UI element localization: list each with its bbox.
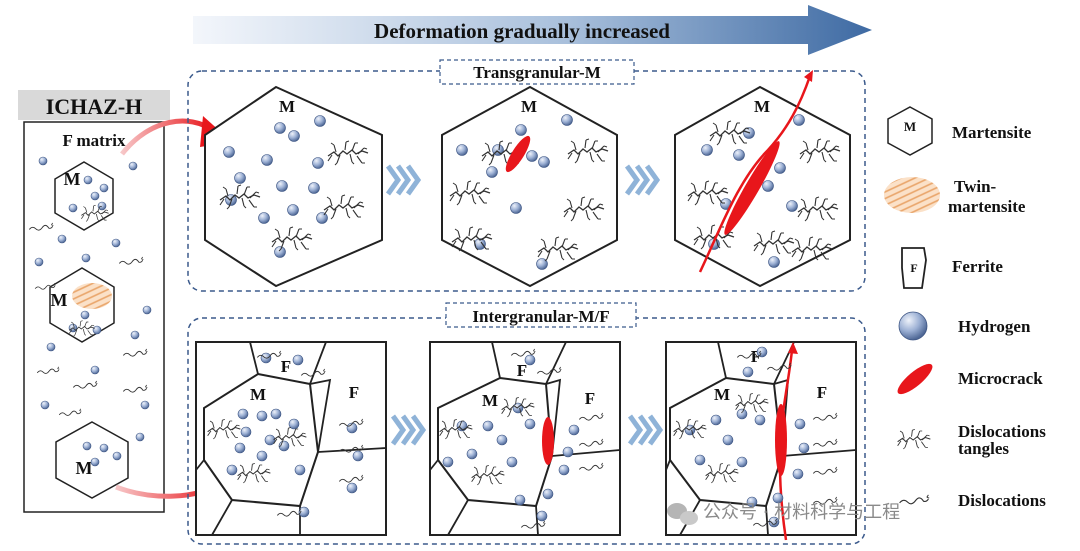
microcrack bbox=[505, 135, 531, 173]
legend-item-hydrogen: Hydrogen bbox=[898, 311, 1031, 341]
intergranular-panel: Intergranular-M/F M F F M F F M F F bbox=[187, 302, 866, 545]
microcrack bbox=[542, 417, 554, 465]
hydrogen-icon bbox=[898, 311, 928, 341]
watermark-text: 公众号 · 材料科学与工程 bbox=[703, 502, 900, 523]
microcrack-propagated bbox=[698, 75, 812, 273]
header-arrow-shape bbox=[193, 5, 872, 55]
legend-label: Martensite bbox=[952, 123, 1032, 142]
matrix-label: F matrix bbox=[62, 131, 126, 150]
martensite-grain bbox=[204, 85, 383, 288]
grain-label: M bbox=[521, 97, 537, 116]
legend-label: Twin- bbox=[954, 177, 997, 196]
legend-label: martensite bbox=[948, 197, 1026, 216]
ferrite-label: F bbox=[281, 357, 291, 376]
martensite-label: M bbox=[714, 385, 730, 404]
intergranular-title-box bbox=[445, 302, 637, 328]
martensite-icon bbox=[887, 106, 933, 156]
twin-martensite-icon bbox=[884, 177, 940, 213]
stage-chevrons-top bbox=[385, 164, 661, 196]
legend-item-dislocation-tangles: Dislocations tangles bbox=[897, 422, 1046, 458]
legend-label: tangles bbox=[958, 439, 1009, 458]
martensite-icon-text: M bbox=[904, 119, 916, 134]
left-panel: ICHAZ-H F matrix M M M bbox=[18, 90, 170, 513]
crack-arrowhead bbox=[804, 70, 813, 82]
microcrack-icon bbox=[897, 363, 933, 395]
ferrite-label: F bbox=[817, 383, 827, 402]
legend-label: Dislocations bbox=[958, 422, 1046, 441]
intergranular-hydrogen bbox=[226, 346, 810, 528]
ferrite-label: F bbox=[751, 347, 761, 366]
crack-arrowhead bbox=[788, 342, 798, 354]
legend-label: Hydrogen bbox=[958, 317, 1031, 336]
legend-label: Ferrite bbox=[952, 257, 1003, 276]
legend-item-martensite: M Martensite bbox=[887, 106, 1032, 156]
intergranular-title: Intergranular-M/F bbox=[472, 307, 609, 326]
grain-label: M bbox=[64, 169, 81, 189]
legend-item-twin-martensite: Twin- martensite bbox=[884, 177, 1026, 216]
stage-chevrons-bottom bbox=[390, 414, 664, 446]
watermark: 公众号 · 材料科学与工程 bbox=[667, 502, 900, 525]
transgranular-panel: Transgranular-M M M M bbox=[187, 59, 866, 292]
legend: M Martensite Twin- martensite F Ferrite … bbox=[884, 106, 1046, 510]
legend-item-ferrite: F Ferrite bbox=[901, 247, 1003, 289]
grain-label: M bbox=[51, 290, 68, 310]
dislocation-tangle-icon bbox=[897, 428, 931, 450]
martensite-grain bbox=[54, 161, 114, 231]
martensite-label: M bbox=[250, 385, 266, 404]
ferrite-label: F bbox=[517, 361, 527, 380]
martensite-grain bbox=[669, 376, 784, 508]
legend-item-dislocations: Dislocations bbox=[899, 491, 1046, 510]
martensite-grain bbox=[441, 85, 618, 288]
martensite-grain bbox=[437, 376, 554, 508]
microcrack bbox=[775, 404, 787, 476]
microstructure-frame bbox=[195, 341, 387, 536]
ferrite-label: F bbox=[585, 389, 595, 408]
header-title: Deformation gradually increased bbox=[374, 19, 670, 43]
twin-martensite-region bbox=[72, 283, 112, 309]
dislocation-icon bbox=[899, 494, 930, 505]
legend-item-microcrack: Microcrack bbox=[897, 363, 1043, 395]
left-panel-title: ICHAZ-H bbox=[46, 94, 143, 119]
grain-label: M bbox=[754, 97, 770, 116]
legend-label: Microcrack bbox=[958, 369, 1043, 388]
microstructure-frame bbox=[429, 341, 621, 536]
ferrite-label: F bbox=[349, 383, 359, 402]
grain-label: M bbox=[76, 458, 93, 478]
martensite-label: M bbox=[482, 391, 498, 410]
ferrite-icon bbox=[901, 247, 927, 289]
ferrite-icon-text: F bbox=[910, 261, 917, 275]
left-hydrogen-atoms bbox=[34, 156, 152, 467]
transgranular-title: Transgranular-M bbox=[473, 63, 601, 82]
wechat-icon bbox=[667, 503, 698, 525]
transgranular-title-box bbox=[439, 59, 635, 85]
legend-label: Dislocations bbox=[958, 491, 1046, 510]
martensite-grain bbox=[203, 372, 320, 508]
grain-label: M bbox=[279, 97, 295, 116]
left-panel-title-box bbox=[18, 90, 170, 120]
grain-boundaries bbox=[429, 341, 621, 536]
header-arrow: Deformation gradually increased bbox=[193, 5, 872, 55]
microcrack bbox=[724, 141, 780, 235]
